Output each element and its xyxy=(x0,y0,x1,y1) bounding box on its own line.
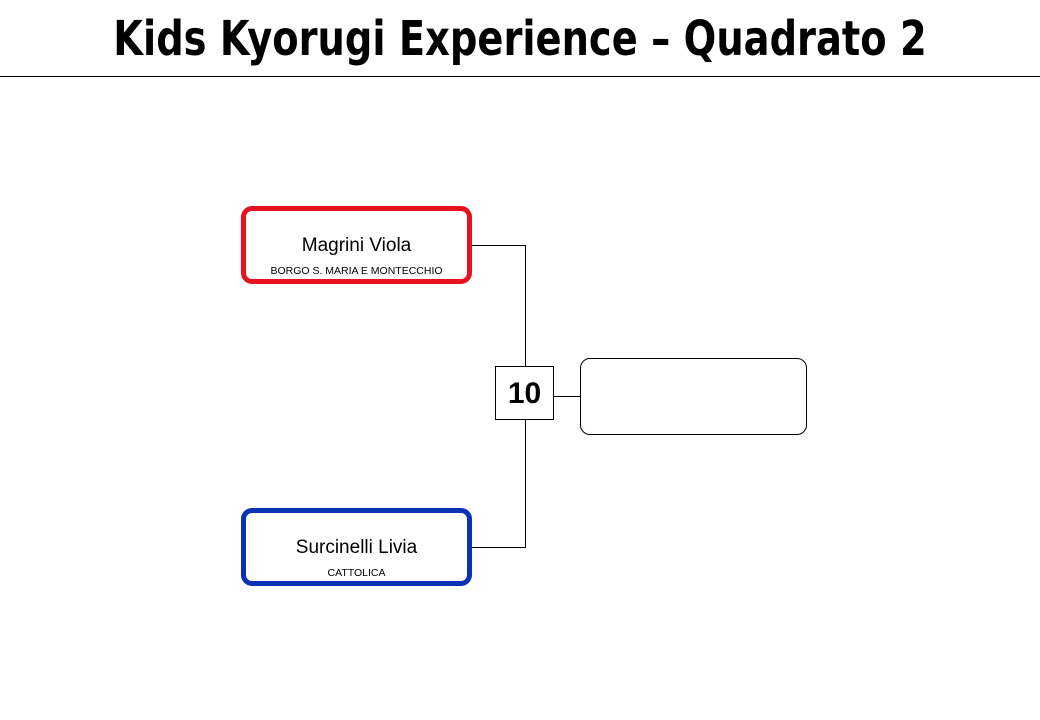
red-fighter-name: Magrini Viola xyxy=(301,235,412,256)
blue-corner-box[interactable]: Surcinelli Livia CATTOLICA xyxy=(241,508,472,586)
winner-box[interactable] xyxy=(580,358,807,435)
winner-connector xyxy=(554,396,580,397)
title-divider xyxy=(0,76,1040,77)
red-fighter-club: BORGO S. MARIA E MONTECCHIO xyxy=(270,265,443,277)
red-connector-horizontal xyxy=(472,245,526,246)
blue-fighter-name: Surcinelli Livia xyxy=(295,537,418,558)
blue-fighter-club: CATTOLICA xyxy=(327,567,386,579)
match-number-box: 10 xyxy=(495,366,554,420)
blue-connector-horizontal xyxy=(472,547,526,548)
blue-connector-vertical xyxy=(525,420,526,548)
red-connector-vertical xyxy=(525,245,526,366)
red-corner-box[interactable]: Magrini Viola BORGO S. MARIA E MONTECCHI… xyxy=(241,206,472,284)
page-title: Kids Kyorugi Experience – Quadrato 2 xyxy=(113,11,927,67)
